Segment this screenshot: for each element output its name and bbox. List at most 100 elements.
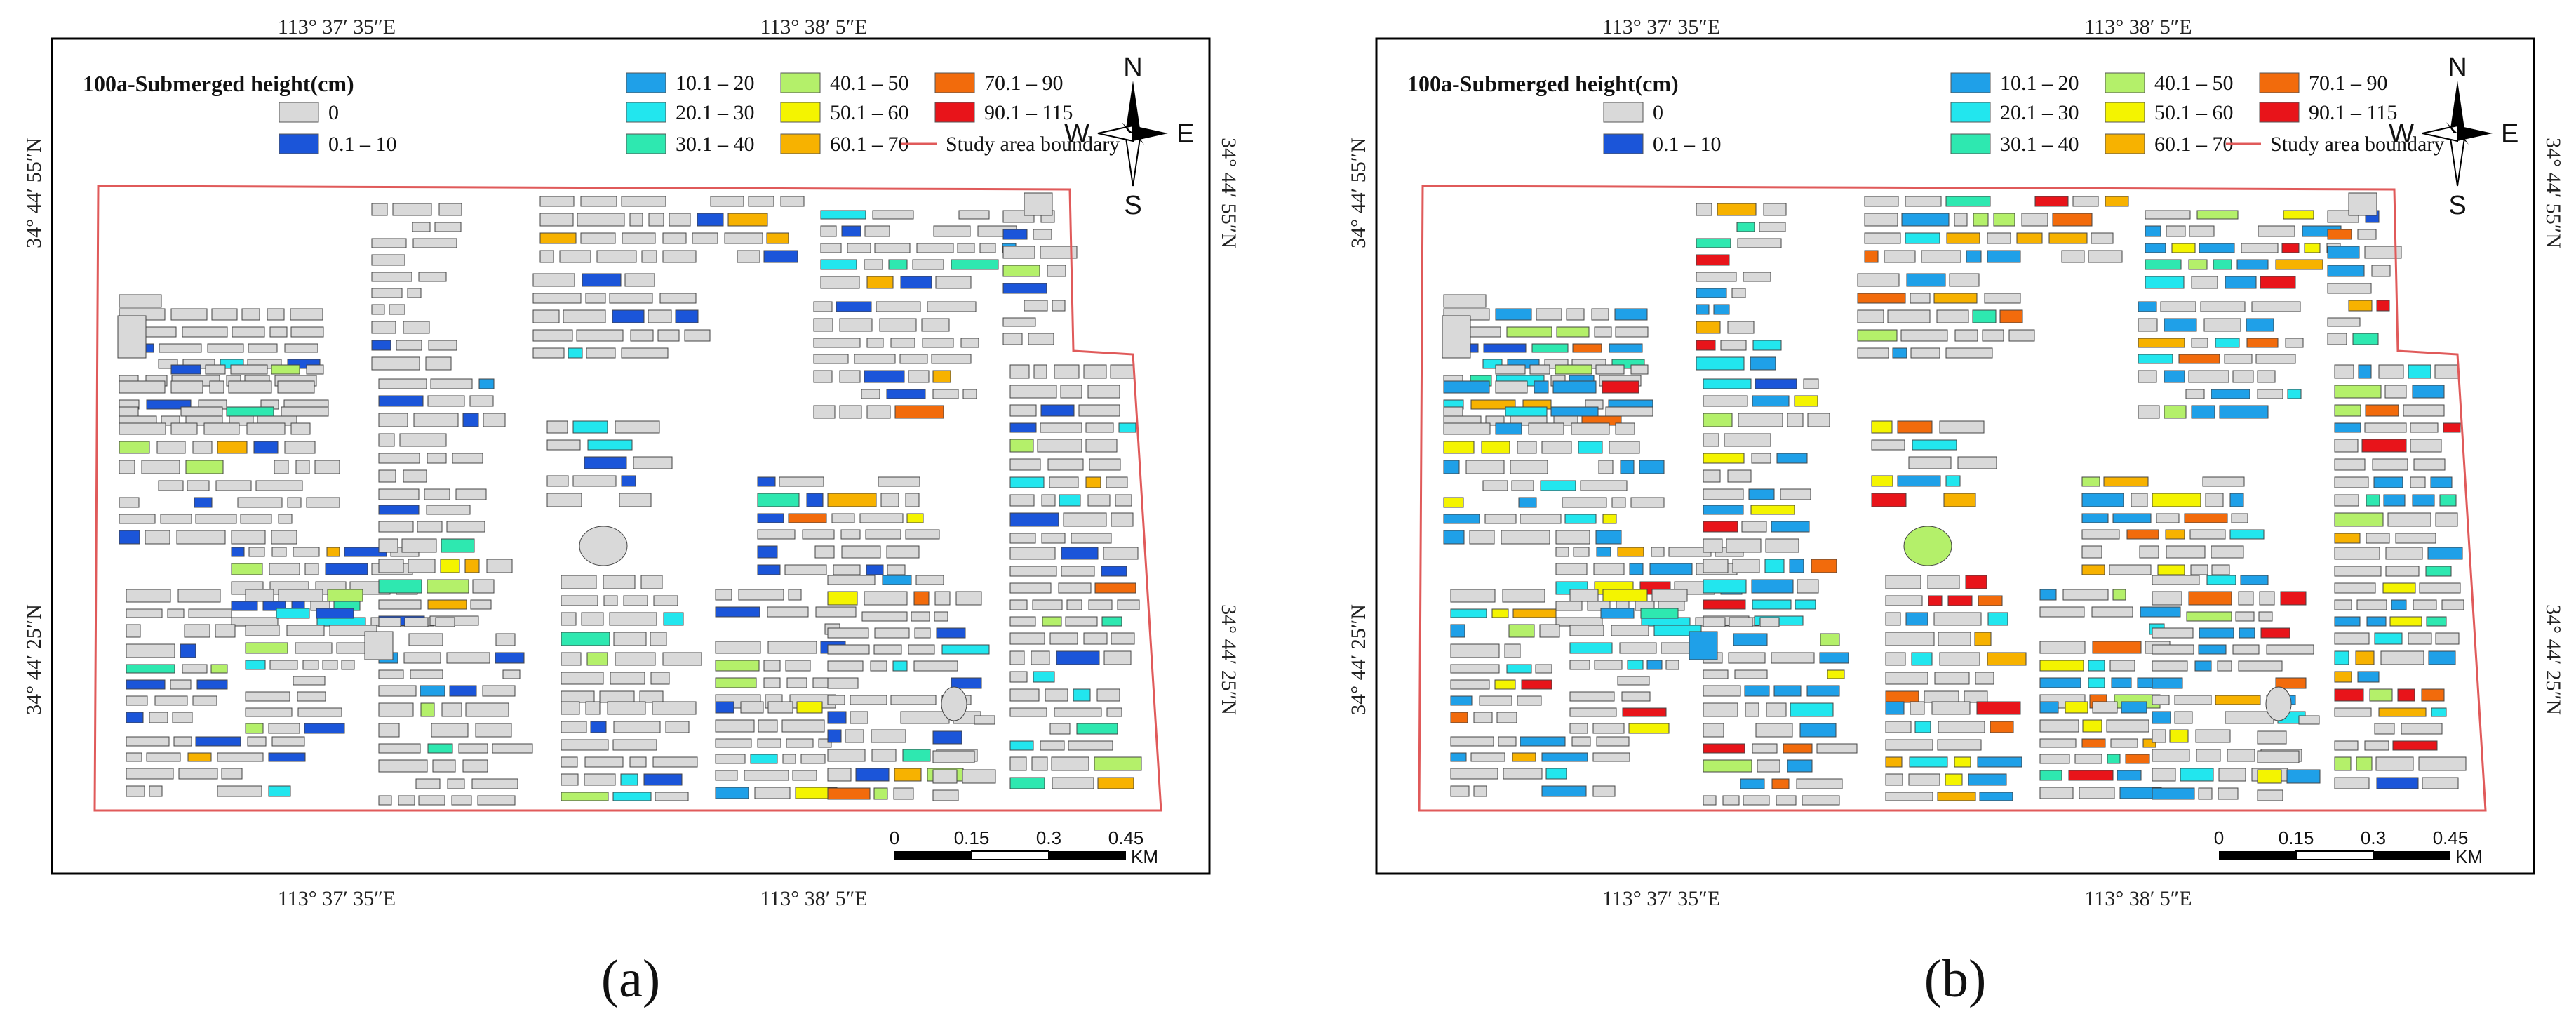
building-b: [2334, 582, 2376, 594]
building-b: [2109, 564, 2152, 575]
legend-label-5-b: 40.1 – 50: [2154, 72, 2234, 95]
building-a: [268, 723, 300, 734]
building-a: [1096, 688, 1120, 702]
building-a: [482, 685, 516, 697]
building-b: [1885, 773, 1903, 786]
building-a: [715, 770, 738, 781]
building-a: [951, 259, 999, 270]
building-b: [2240, 575, 2269, 585]
building-a: [599, 690, 635, 703]
building-a: [951, 677, 982, 689]
building-a: [341, 660, 355, 670]
building-b: [2229, 529, 2265, 540]
building-b: [1703, 723, 1724, 738]
building-a: [561, 739, 609, 751]
building-b: [1892, 347, 1907, 359]
building-b: [2266, 644, 2314, 655]
building-a: [117, 315, 147, 359]
building-b: [2008, 329, 2035, 342]
building-b: [1539, 624, 1560, 638]
building-b: [1450, 695, 1473, 706]
building-b: [1871, 439, 1905, 451]
compass-w-a: W: [1064, 119, 1089, 149]
building-a: [146, 399, 192, 410]
building-a: [934, 611, 948, 622]
building-b: [1594, 326, 1612, 338]
building-b: [2421, 688, 2445, 702]
building-b: [1494, 679, 1516, 690]
legend-boundary-label-a: Study area boundary: [946, 133, 1120, 156]
building-b: [1897, 420, 1933, 434]
building-b: [2125, 754, 2150, 764]
building-b: [2255, 354, 2296, 364]
building-a: [912, 259, 944, 270]
building-a: [922, 338, 954, 348]
building-a: [412, 238, 457, 248]
building-a: [284, 343, 318, 353]
building-a: [621, 347, 669, 359]
scale-tick-3-b: 0.45: [2433, 827, 2469, 848]
building-a: [378, 579, 422, 594]
building-b: [1795, 599, 1816, 610]
building-b: [1491, 608, 1509, 618]
building-b: [1911, 652, 1933, 666]
building-b: [1506, 664, 1532, 674]
building-b: [2327, 246, 2360, 259]
building-a: [1088, 599, 1113, 610]
building-a: [245, 707, 293, 717]
building-a: [641, 250, 657, 263]
building-b: [1593, 563, 1625, 575]
building-b: [2196, 210, 2239, 220]
coord-left-2-b: 34° 44′ 25″N: [1347, 604, 1370, 715]
building-b: [1627, 660, 1644, 670]
building-a: [1073, 688, 1091, 702]
building-b: [1973, 213, 1989, 227]
building-b: [2378, 707, 2427, 717]
building-b: [1931, 701, 1971, 715]
building-b: [1609, 441, 1640, 454]
building-a: [1002, 333, 1023, 345]
building-a: [290, 326, 324, 338]
building-b: [1703, 743, 1745, 754]
building-b: [1505, 406, 1548, 417]
building-b: [1615, 326, 1649, 338]
building-b: [2145, 225, 2161, 237]
building-b: [2364, 422, 2407, 433]
building-a: [446, 521, 485, 533]
building-a: [396, 340, 422, 351]
building-a: [371, 288, 403, 298]
building-a: [126, 624, 141, 638]
study-area-boundary-a: [93, 185, 1162, 812]
building-a: [870, 660, 887, 672]
building-a: [172, 712, 193, 723]
building-a: [1009, 566, 1057, 577]
building-a: [462, 413, 479, 427]
building-b: [2186, 611, 2232, 622]
building-b: [1555, 547, 1569, 557]
building-b: [2246, 318, 2274, 332]
building-b: [2410, 439, 2442, 453]
building-a: [546, 475, 569, 487]
building-b: [2434, 364, 2460, 379]
building-a: [316, 617, 366, 627]
building-a: [740, 701, 764, 714]
building-a: [572, 420, 608, 434]
building-a: [715, 677, 757, 688]
building-b: [1732, 559, 1760, 573]
building-a: [871, 749, 897, 762]
building-b: [1722, 795, 1740, 806]
building-b: [1713, 304, 1730, 315]
building-a: [1047, 458, 1084, 471]
scale-tick-1-b: 0.15: [2279, 827, 2314, 848]
building-a: [378, 433, 395, 447]
building-a: [187, 480, 210, 491]
building-a: [314, 460, 340, 474]
building-a: [839, 370, 861, 383]
building-a: [404, 617, 429, 627]
building-b: [2441, 599, 2464, 610]
building-a: [483, 413, 506, 427]
building-a: [827, 627, 869, 639]
building-a: [278, 589, 323, 602]
building-b: [1592, 785, 1616, 797]
building-a: [237, 497, 283, 508]
